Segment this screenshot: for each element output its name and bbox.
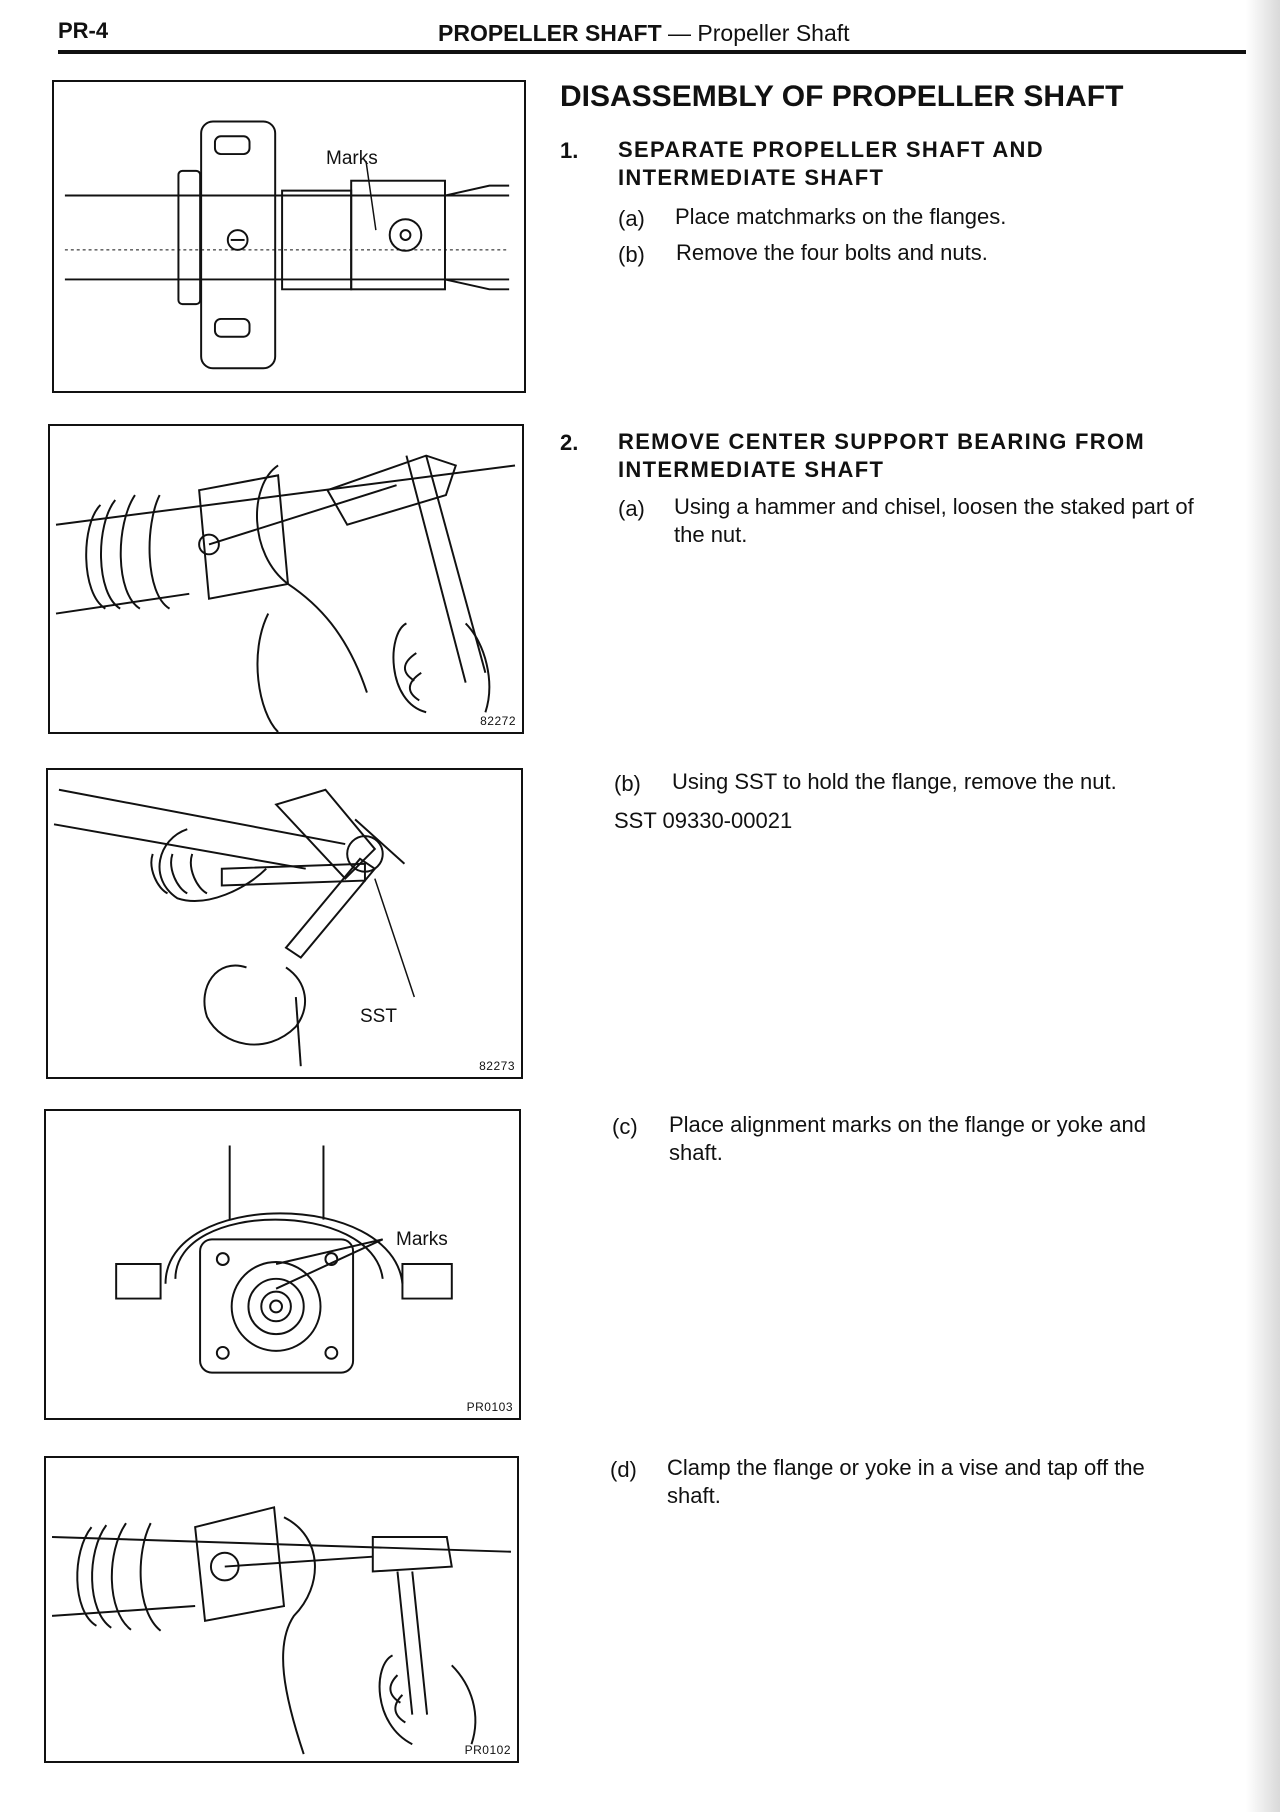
vise-tap-illustration [51,1506,512,1755]
step-2a-label: (a) [618,496,645,521]
page-number: PR-4 [58,18,109,43]
step-1-title-line2: INTERMEDIATE SHAFT [618,165,885,190]
step-2c-line1: Place alignment marks on the flange or y… [669,1112,1146,1137]
section-heading: DISASSEMBLY OF PROPELLER SHAFT [560,80,1124,113]
figure-hammer-chisel: 82272 [48,424,524,734]
hammer-chisel-illustration [55,454,516,732]
step-1a-text: Place matchmarks on the flanges. [675,204,1007,229]
step-2d-label: (d) [610,1457,637,1482]
page-header: PR-4 PROPELLER SHAFT — Propeller Shaft [58,14,1258,54]
step-2c-text: Place alignment marks on the flange or y… [669,1111,1254,1167]
figure-sst-wrench: SST 82273 [46,768,523,1079]
page-title-sub: Propeller Shaft [697,20,850,46]
sst-callout: SST [360,1006,397,1027]
page-title-main: PROPELLER SHAFT [438,20,662,46]
figure-code: PR0102 [464,1743,511,1757]
step-1-title-line1: SEPARATE PROPELLER SHAFT AND [618,137,1044,162]
figure-code: 82272 [480,714,516,728]
step-2c-label: (c) [612,1114,638,1139]
step-2-title-line2: INTERMEDIATE SHAFT [618,457,885,482]
step-2-number: 2. [560,430,579,455]
figure-flange-marks: Marks [52,80,526,393]
step-2-title: REMOVE CENTER SUPPORT BEARING FROM INTER… [618,428,1145,484]
header-rule [58,50,1260,54]
page-title: PROPELLER SHAFT — Propeller Shaft [438,20,850,47]
alignment-marks-illustration [115,1145,453,1374]
step-2c-line2: shaft. [669,1140,723,1165]
flange-marks-illustration [64,120,510,370]
sst-part-number: SST 09330-00021 [614,808,793,833]
step-2a-line1: Using a hammer and chisel, loosen the st… [674,494,1194,519]
sst-wrench-illustration [53,788,416,1067]
step-2-title-line1: REMOVE CENTER SUPPORT BEARING FROM [618,429,1146,454]
figure-code: 82273 [479,1059,515,1073]
figure-alignment-marks: Marks PR0103 [44,1109,521,1420]
step-2d-line1: Clamp the flange or yoke in a vise and t… [667,1455,1145,1480]
figure-vise-tap: PR0102 [44,1456,519,1763]
step-2d-text: Clamp the flange or yoke in a vise and t… [667,1454,1252,1510]
step-2a-text: Using a hammer and chisel, loosen the st… [674,493,1259,549]
page-edge-shadow [1246,0,1280,1812]
figure-code: PR0103 [466,1400,513,1414]
step-2b-text: Using SST to hold the flange, remove the… [672,769,1117,794]
marks-callout: Marks [326,148,378,169]
step-1b-label: (b) [618,242,645,267]
step-1-title: SEPARATE PROPELLER SHAFT AND INTERMEDIAT… [618,136,1044,192]
step-2d-line2: shaft. [667,1483,721,1508]
step-2b-label: (b) [614,771,641,796]
step-1a-label: (a) [618,206,645,231]
step-1b-text: Remove the four bolts and nuts. [676,240,988,265]
step-1-number: 1. [560,138,579,163]
page-title-separator: — [661,20,698,46]
marks-callout: Marks [396,1229,448,1250]
step-2a-line2: the nut. [674,522,748,547]
